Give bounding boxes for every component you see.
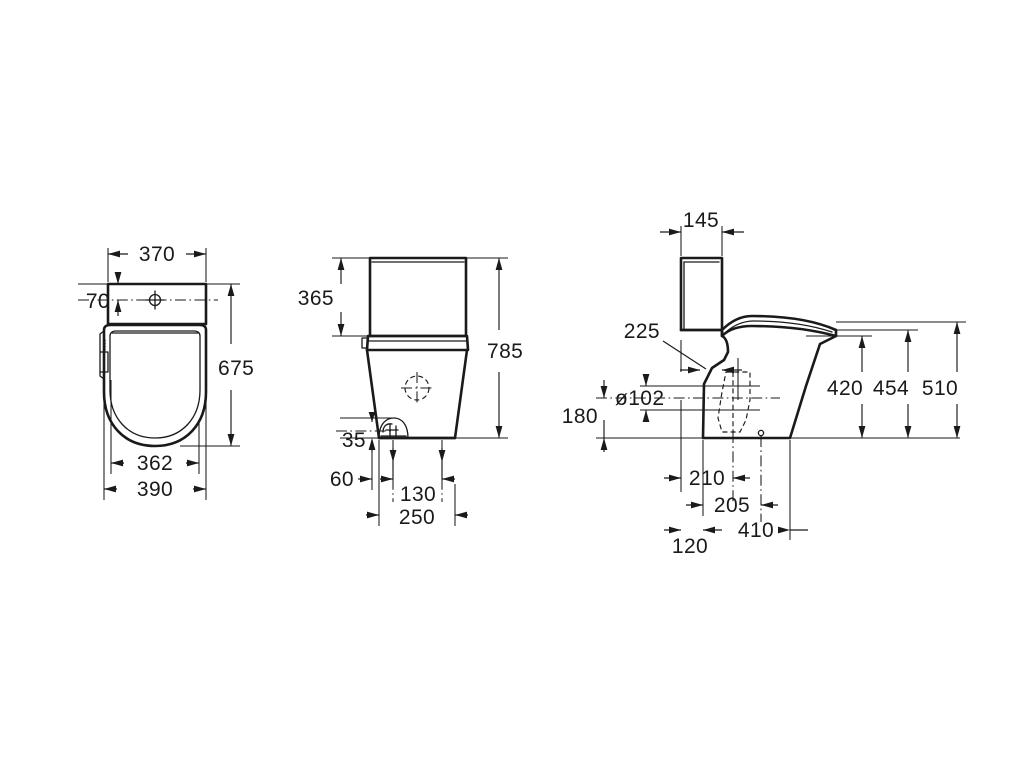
dimension-label-side-510: 510 <box>922 377 958 400</box>
dimension-front-785: 785 <box>455 257 523 439</box>
front-seat-band <box>365 334 470 352</box>
dimension-front-60: 60 <box>330 440 373 491</box>
dimension-plan-70: 70 <box>78 272 140 316</box>
dimension-label-plan-675: 675 <box>218 357 254 380</box>
front-cistern-outline <box>368 256 468 338</box>
dimension-plan-675: 675 <box>180 283 254 447</box>
dimension-label-plan-362: 362 <box>137 452 173 475</box>
side-cistern-outline <box>679 256 724 332</box>
dimension-plan-390: 390 <box>103 392 207 501</box>
dimension-label-front-60: 60 <box>330 468 354 491</box>
dimension-side-410: 410 <box>703 440 808 542</box>
dimension-label-front-365: 365 <box>298 287 334 310</box>
dimension-label-side-120: 120 <box>672 535 708 558</box>
front-centre-crosshair <box>401 372 433 404</box>
side-view: 145 225 ø102 <box>562 209 966 558</box>
dimension-side-454: 454 <box>836 329 918 438</box>
dimension-front-35: 35 <box>336 412 396 452</box>
dimension-plan-370: 370 <box>107 243 207 282</box>
plan-view: 370 70 675 <box>78 243 254 501</box>
dimension-label-side-180: 180 <box>562 405 598 428</box>
front-outlet-fitting <box>378 417 409 439</box>
dimension-label-side-454: 454 <box>873 377 909 400</box>
dimension-label-front-785: 785 <box>487 340 523 363</box>
plan-cistern-outline <box>106 282 208 326</box>
dimension-side-420: 420 <box>806 335 872 438</box>
dimension-plan-362: 362 <box>110 380 200 475</box>
dimension-label-side-205: 205 <box>714 494 750 517</box>
plan-side-lever-detail <box>99 330 109 380</box>
dimension-front-130: 130 <box>380 440 455 506</box>
dimension-label-side-102: ø102 <box>615 387 664 410</box>
dimension-label-side-145: 145 <box>683 209 719 232</box>
dimension-label-front-35: 35 <box>342 429 366 452</box>
side-seat-lid-profile <box>720 314 838 338</box>
dimension-side-210: 210 <box>664 400 750 502</box>
dimension-label-plan-390: 390 <box>137 478 173 501</box>
plan-seat-outline <box>102 323 208 448</box>
dimension-label-side-210: 210 <box>689 467 725 490</box>
dimension-side-510: 510 <box>836 321 966 438</box>
dimension-label-front-130: 130 <box>400 483 436 506</box>
dimension-label-plan-70: 70 <box>86 290 110 313</box>
dimension-side-102: ø102 <box>596 374 780 422</box>
dimension-side-120: 120 <box>664 526 708 558</box>
front-view: 365 785 35 <box>298 256 523 529</box>
dimension-side-225: 225 <box>624 320 742 400</box>
dimension-label-plan-370: 370 <box>139 243 175 266</box>
dimension-label-front-250: 250 <box>399 506 435 529</box>
dimension-side-145: 145 <box>660 209 744 256</box>
side-225-leader <box>662 340 707 370</box>
dimension-side-180: 180 <box>562 380 608 452</box>
front-hinge-nub <box>361 337 368 349</box>
plan-seat-inner-ring <box>109 330 201 439</box>
side-fixing-hole <box>757 429 765 437</box>
side-hidden-outlet <box>717 371 751 433</box>
dimension-side-205: 205 <box>686 436 778 522</box>
dimension-label-side-225: 225 <box>624 320 660 343</box>
side-bowl-outline <box>679 328 838 440</box>
dimension-label-side-420: 420 <box>827 377 863 400</box>
dimension-front-365: 365 <box>298 257 370 337</box>
dimension-front-250: 250 <box>366 440 468 529</box>
dimension-label-side-410: 410 <box>738 519 774 542</box>
